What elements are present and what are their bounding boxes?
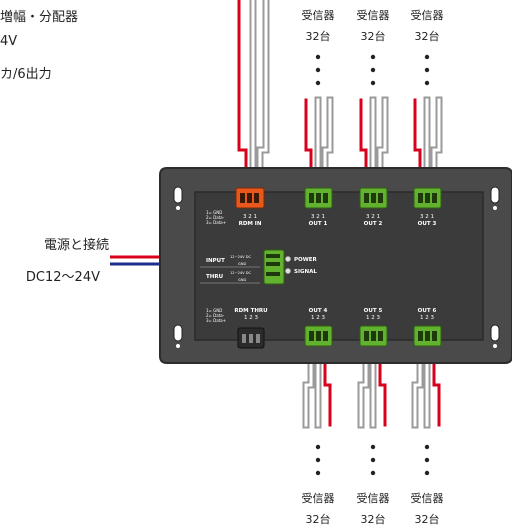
receiver-bottom-2-label: 受信器 <box>356 492 390 505</box>
receiver-top-1-count: 32台 <box>305 30 331 43</box>
out2-label: OUT 2 <box>364 221 383 227</box>
receiver-top-1-label: 受信器 <box>301 9 335 22</box>
continuation-dots <box>315 54 430 476</box>
out3-pins: 3 2 1 <box>420 214 434 220</box>
pin-legend-top-3: 3= Data+ <box>206 220 226 225</box>
receiver-top-2-label: 受信器 <box>356 9 390 22</box>
receiver-bottom-3-label: 受信器 <box>410 492 444 505</box>
receiver-top-3-count: 32台 <box>414 30 440 43</box>
wire-group-top <box>237 0 443 194</box>
input-legend-2: GND <box>238 262 246 266</box>
thru-label: THRU <box>206 274 223 280</box>
distributor-device: 3 2 1 RDM IN 3 2 1 OUT 1 3 2 1 OUT 2 3 2… <box>159 167 512 364</box>
rdm-thru-label: RDM THRU <box>234 308 267 314</box>
mount-hole-tr <box>490 186 500 204</box>
receiver-bottom-3-count: 32台 <box>414 513 440 526</box>
signal-led-label: SIGNAL <box>294 269 317 275</box>
title-line-1: 増幅・分配器 <box>0 10 79 25</box>
out6-pins: 1 2 3 <box>420 315 434 321</box>
mount-hole-bl <box>173 324 183 342</box>
out6-label: OUT 6 <box>418 308 437 314</box>
receiver-top-3-label: 受信器 <box>410 9 444 22</box>
rdm-thru-pins: 1 2 3 <box>244 315 258 321</box>
pin-legend-bottom-2: 2= Data- <box>206 313 225 318</box>
thru-legend-2: GND <box>238 278 246 282</box>
signal-led <box>285 268 291 274</box>
mount-hole-tl <box>173 186 183 204</box>
thru-legend-1: 12~24V DC <box>230 271 252 275</box>
out4-pins: 1 2 3 <box>311 315 325 321</box>
input-label: INPUT <box>206 258 225 264</box>
receiver-bottom-1-label: 受信器 <box>301 492 335 505</box>
power-led-label: POWER <box>294 257 318 263</box>
mount-hole-br <box>490 324 500 342</box>
out5-pins: 1 2 3 <box>366 315 380 321</box>
out3-label: OUT 3 <box>418 221 437 227</box>
receiver-top-2-count: 32台 <box>360 30 386 43</box>
out2-pins: 3 2 1 <box>366 214 380 220</box>
pin-legend-top-2: 2= Data- <box>206 215 225 220</box>
out1-pins: 3 2 1 <box>311 214 325 220</box>
power-label-1: 電源と接続 <box>44 238 110 253</box>
out4-label: OUT 4 <box>309 308 328 314</box>
title-line-3: カ/6出力 <box>0 67 52 82</box>
title-line-2: 4V <box>0 34 18 49</box>
pin-legend-bottom-3: 3= Data+ <box>206 318 226 323</box>
rdm-in-pins: 3 2 1 <box>243 214 257 220</box>
input-legend-1: 12~24V DC <box>230 255 252 259</box>
out1-label: OUT 1 <box>309 221 328 227</box>
receiver-bottom-1-count: 32台 <box>305 513 331 526</box>
pin-legend-top-1: 1= GND <box>206 210 222 215</box>
power-led <box>285 256 291 262</box>
receiver-bottom-2-count: 32台 <box>360 513 386 526</box>
power-label-2: DC12〜24V <box>25 270 100 285</box>
pin-legend-bottom-1: 1= GND <box>206 308 222 313</box>
rdm-in-label: RDM IN <box>239 221 262 227</box>
out5-label: OUT 5 <box>364 308 383 314</box>
